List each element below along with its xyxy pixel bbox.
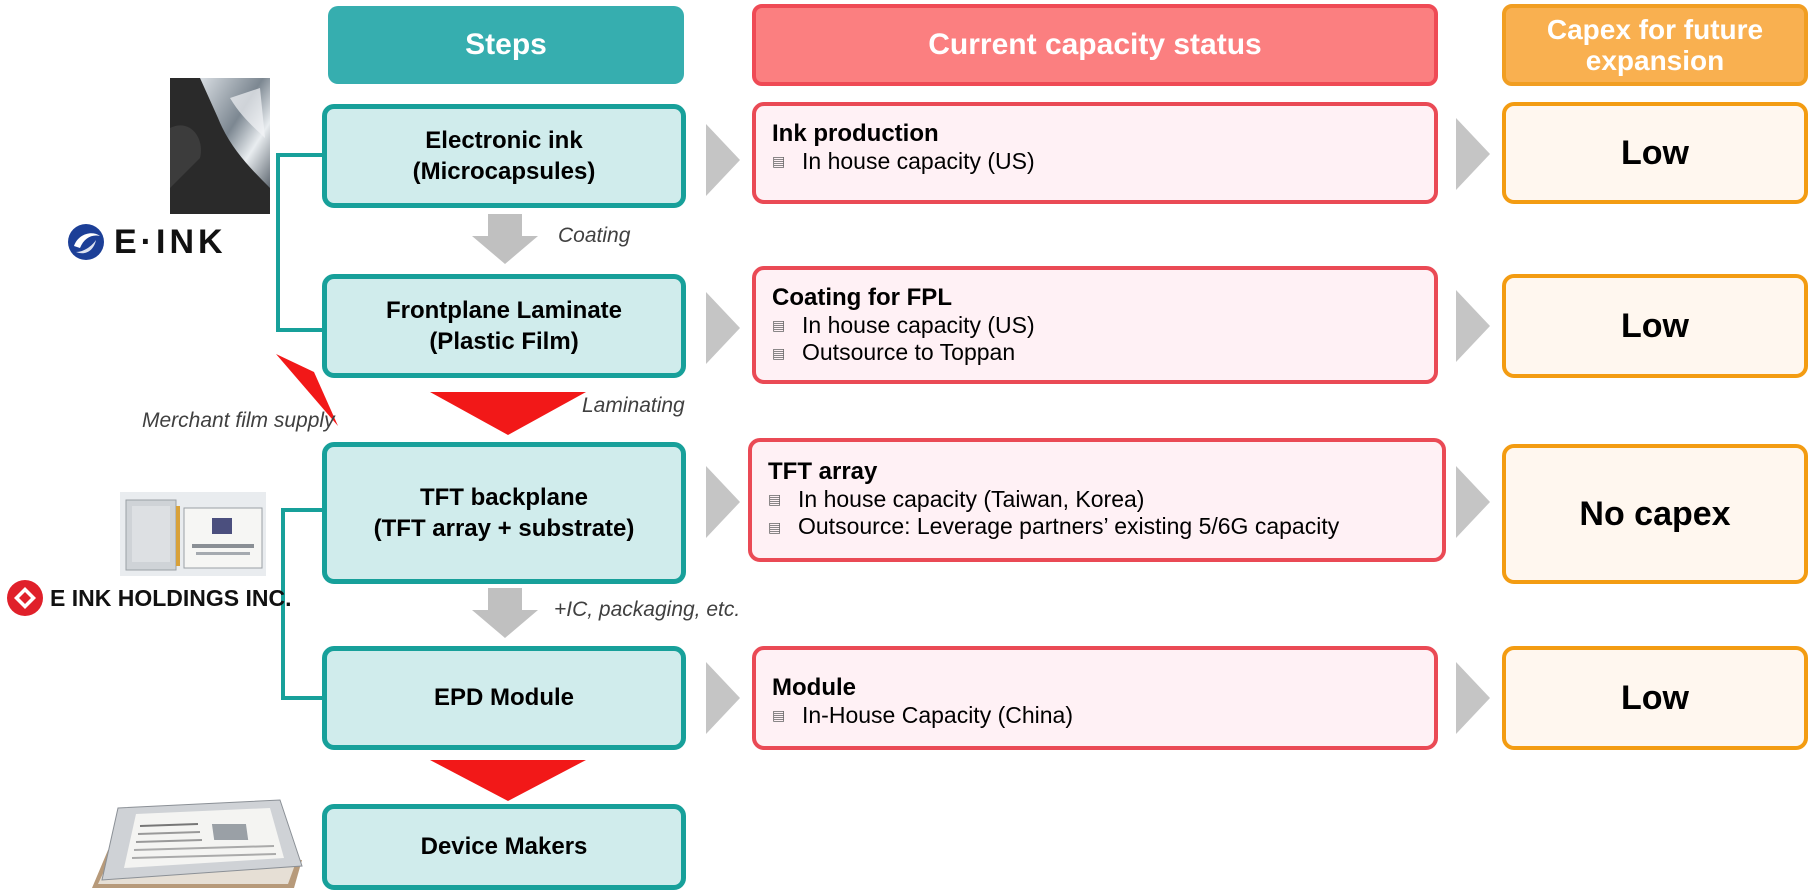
eink-device-photo [120,492,266,576]
merchant-supply-arrow [276,354,338,426]
laminating-note: Laminating [582,394,685,417]
status-item-text: Outsource to Toppan [802,339,1016,366]
status-item-text: In house capacity (US) [802,147,1035,174]
chevron-icon [1456,290,1490,362]
list-item: ▤ In-House Capacity (China) [772,702,1418,730]
eink-logo-mark-icon [68,224,104,260]
capex-fpl: Low [1502,274,1808,378]
capex-module: Low [1502,646,1808,750]
step-frontplane-laminate: Frontplane Laminate (Plastic Film) [322,274,686,378]
status-item-text: Outsource: Leverage partners’ existing 5… [798,513,1340,540]
capex-ink: Low [1502,102,1808,204]
status-coating-for-fpl: Coating for FPL ▤ In house capacity (US)… [752,266,1438,384]
eink-holdings-mark-icon [7,580,43,616]
chevron-icon [1456,118,1490,190]
steps-header: Steps [328,6,684,84]
eink-holdings-logo: E INK HOLDINGS INC. [6,578,326,618]
list-item: ▤ In house capacity (Taiwan, Korea) [768,486,1426,514]
device-arrow [430,760,586,801]
status-item-text: In house capacity (US) [802,311,1035,338]
status-module: Module ▤ In-House Capacity (China) [752,646,1438,750]
chevron-icon [706,662,740,734]
status-title: TFT array [768,458,878,485]
ic-packaging-arrow [472,588,538,638]
merchant-supply-note: Merchant film supply [142,409,335,432]
chevron-icon [706,292,740,364]
ic-packaging-note: +IC, packaging, etc. [554,598,741,621]
capex-header: Capex for future expansion [1502,4,1808,86]
status-title: Ink production [772,120,939,147]
chevron-icon [1456,662,1490,734]
chevron-icon [706,124,740,196]
status-item-text: In-House Capacity (China) [802,701,1074,728]
list-item: ▤ Outsource to Toppan [772,339,1418,367]
step-tft-backplane: TFT backplane (TFT array + substrate) [322,442,686,584]
status-ink-production: Ink production ▤ In house capacity (US) [752,102,1438,204]
step-epd-module: EPD Module [322,646,686,750]
bullet-icon: ▤ [772,344,786,361]
current-capacity-header: Current capacity status [752,4,1438,86]
chevron-icon [1456,466,1490,538]
bullet-icon: ▤ [772,706,786,723]
status-item-text: In house capacity (Taiwan, Korea) [798,485,1145,512]
list-item: ▤ Outsource: Leverage partners’ existing… [768,513,1426,541]
eink-film-photo [170,78,270,214]
coating-note: Coating [558,224,631,247]
list-item: ▤ In house capacity (US) [772,148,1418,176]
bullet-icon: ▤ [768,518,782,535]
ereader-photo [92,799,303,888]
bullet-icon: ▤ [768,490,782,507]
eink-logo: E·INK [66,220,266,264]
laminating-arrow [430,392,586,435]
step-device-makers: Device Makers [322,804,686,890]
capex-tft: No capex [1502,444,1808,584]
chevron-icon [706,466,740,538]
status-title: Module [772,674,856,701]
list-item: ▤ In house capacity (US) [772,312,1418,340]
step-electronic-ink: Electronic ink (Microcapsules) [322,104,686,208]
bullet-icon: ▤ [772,152,786,169]
status-title: Coating for FPL [772,284,952,311]
bullet-icon: ▤ [772,316,786,333]
status-tft-array: TFT array ▤ In house capacity (Taiwan, K… [748,438,1446,562]
coating-arrow [472,214,538,264]
